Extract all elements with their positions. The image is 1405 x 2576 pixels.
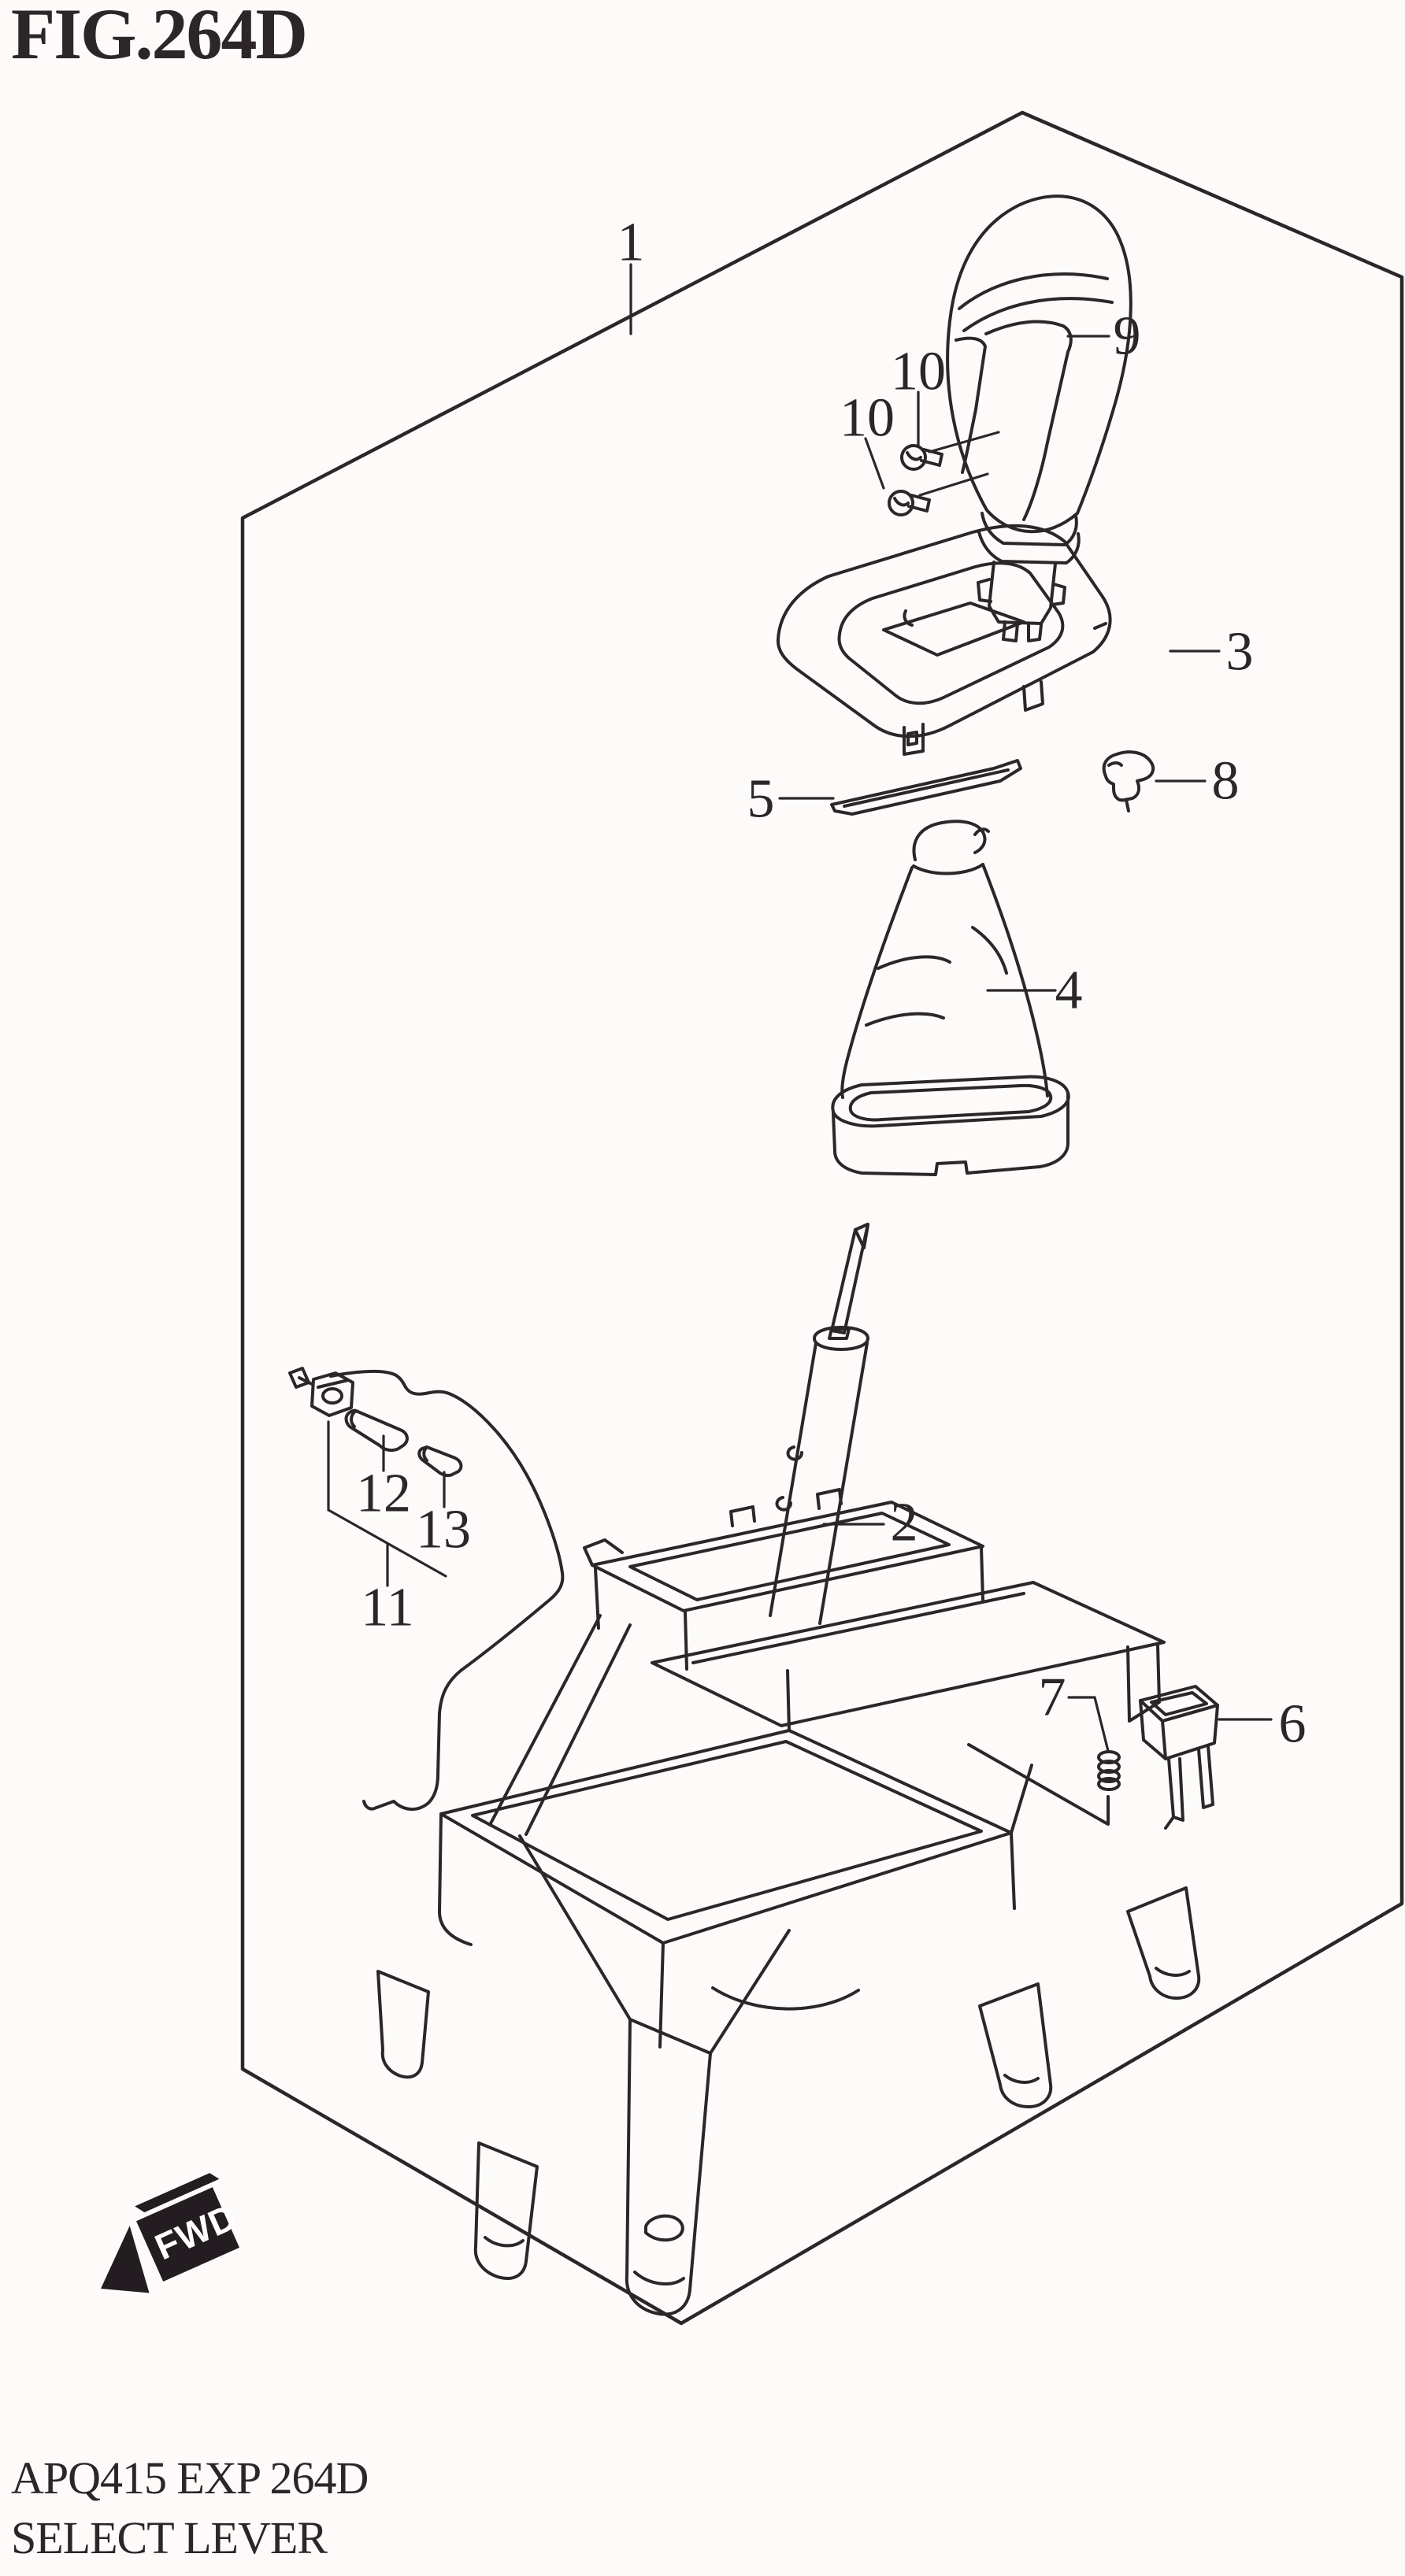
callout-4: 4 xyxy=(986,960,1083,1021)
callout-7: 7 xyxy=(1039,1667,1110,1752)
footer-figure-name: SELECT LEVER xyxy=(11,2512,328,2563)
part-6-detent-bracket-drawing xyxy=(1139,1685,1219,1830)
part-9-shift-knob-drawing xyxy=(946,194,1133,642)
callout-3-number: 3 xyxy=(1226,622,1254,683)
fwd-arrowhead xyxy=(101,2226,150,2293)
callout-7-leader xyxy=(1093,1696,1110,1752)
callout-9-number: 9 xyxy=(1114,306,1141,367)
part-3-indicator-cover-drawing xyxy=(776,524,1112,756)
part-2-lever-shaft-drawing xyxy=(769,1223,869,1625)
part-7-spring-drawing xyxy=(967,1743,1121,1826)
callout-6-number: 6 xyxy=(1279,1694,1307,1755)
callout-12-number: 12 xyxy=(356,1464,411,1524)
part-13-cap-drawing xyxy=(417,1445,463,1478)
callout-1-number: 1 xyxy=(617,213,645,273)
callout-11-leader xyxy=(327,1420,447,1578)
footer-model-code: APQ415 EXP 264D xyxy=(11,2452,369,2504)
callout-2: 2 xyxy=(822,1493,918,1553)
part-4-boot-drawing xyxy=(831,820,1070,1176)
callout-7-number: 7 xyxy=(1039,1667,1066,1728)
callout-4-number: 4 xyxy=(1055,960,1083,1021)
callout-6: 6 xyxy=(1218,1694,1307,1755)
callout-3: 3 xyxy=(1169,622,1254,683)
fwd-sign-top-bevel xyxy=(135,2173,220,2213)
callout-13-number: 13 xyxy=(416,1500,471,1560)
callout-13: 13 xyxy=(416,1471,471,1560)
callout-2-number: 2 xyxy=(891,1493,918,1553)
callout-11-number: 11 xyxy=(361,1578,413,1638)
part-12-bushing-drawing xyxy=(344,1408,409,1453)
figure-title: FIG.264D xyxy=(11,0,308,74)
callout-10b-leader xyxy=(918,472,989,497)
part-10-screws-drawing xyxy=(888,444,943,516)
callout-12: 12 xyxy=(356,1434,411,1524)
part-8-clip-drawing xyxy=(1102,750,1155,812)
callout-1: 1 xyxy=(617,213,645,335)
footer-caption: APQ415 EXP 264D SELECT LEVER xyxy=(11,2448,369,2568)
callout-9: 9 xyxy=(1066,306,1141,367)
callout-10b-number: 10 xyxy=(840,388,895,449)
callout-5-number: 5 xyxy=(747,769,775,830)
callout-10a-number: 10 xyxy=(891,342,946,402)
callout-8: 8 xyxy=(1155,751,1240,812)
part-1-housing-assembly-drawing xyxy=(376,1488,1201,2316)
part-5-slide-plate-drawing xyxy=(830,759,1022,816)
callout-10a: 10 xyxy=(891,342,1000,453)
callout-8-number: 8 xyxy=(1212,751,1240,812)
callout-10b-leader xyxy=(864,437,885,490)
diagram-frame-border xyxy=(240,110,1404,2326)
fwd-direction-marker: FWD xyxy=(101,2173,243,2293)
part-11-lock-rod-drawing xyxy=(288,1367,565,1811)
callout-10a-leader xyxy=(928,431,1000,453)
callout-5: 5 xyxy=(747,769,835,830)
callout-10b: 10 xyxy=(840,388,989,497)
fwd-sign-board xyxy=(136,2187,240,2282)
callout-11: 11 xyxy=(327,1420,447,1638)
